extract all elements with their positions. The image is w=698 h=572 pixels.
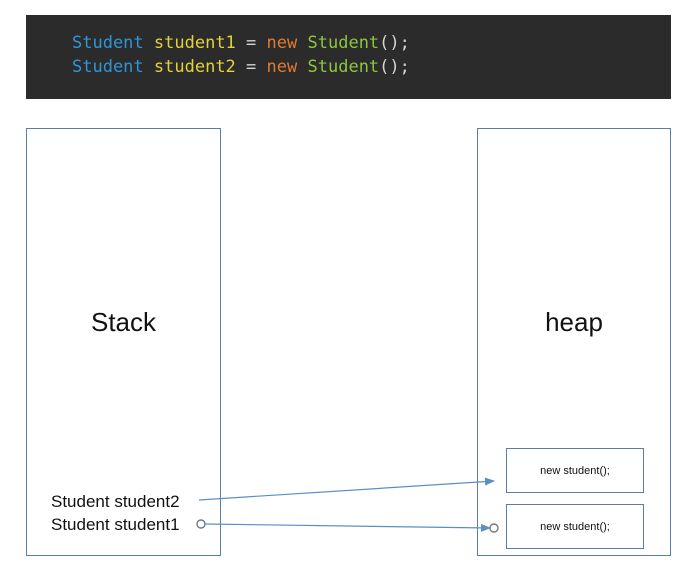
code-line-1: Student student1 = new Student(); — [72, 31, 410, 55]
code-type: Student — [72, 57, 144, 77]
code-line-2: Student student2 = new Student(); — [72, 55, 410, 79]
stack-region: Stack Student student2 Student student1 — [26, 128, 221, 556]
heap-object-2: new student(); — [506, 504, 644, 549]
code-punctuation: (); — [379, 33, 410, 53]
code-variable: student1 — [153, 33, 236, 53]
heap-label: heap — [545, 307, 603, 337]
stack-variable-student1: Student student1 — [51, 515, 180, 534]
reference-arrow-student2 — [198, 477, 495, 501]
stack-variable-student2: Student student2 — [51, 492, 180, 511]
code-block: Student student1 = new Student(); Studen… — [26, 15, 671, 99]
heap-object-1: new student(); — [506, 448, 644, 493]
code-punctuation: (); — [379, 57, 410, 77]
reference-arrow-student1 — [204, 523, 491, 532]
code-constructor: Student — [307, 33, 380, 53]
code-operator: = — [246, 33, 257, 53]
stack-label: Stack — [90, 307, 157, 337]
code-keyword: new — [266, 33, 298, 53]
code-operator: = — [246, 57, 257, 77]
code-type: Student — [72, 33, 144, 53]
heap-region: heap new student(); new student(); — [477, 128, 671, 556]
code-variable: student2 — [153, 57, 236, 77]
code-keyword: new — [266, 57, 298, 77]
code-constructor: Student — [307, 57, 380, 77]
